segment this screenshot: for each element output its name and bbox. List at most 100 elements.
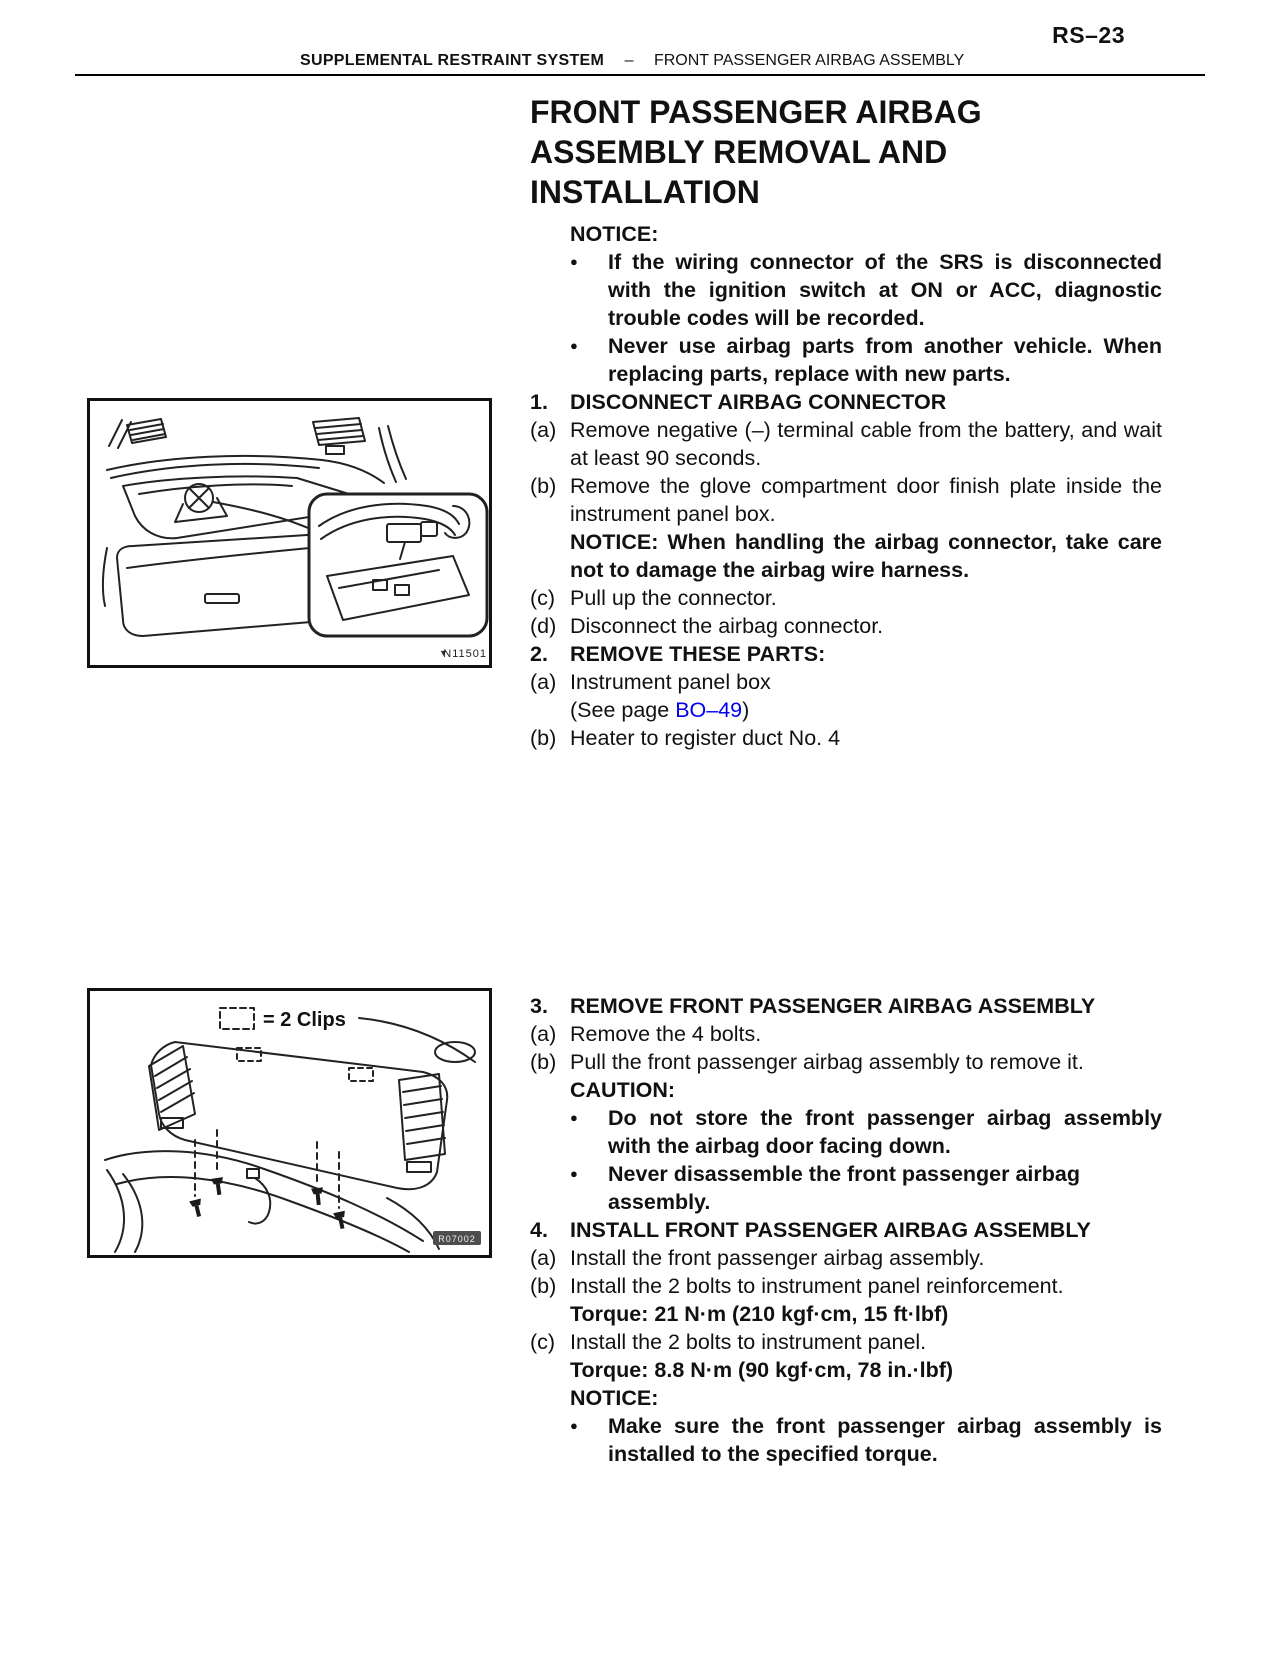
see-page-text: (See page BO–49) [570, 698, 750, 722]
step-number: 2. [530, 642, 548, 666]
substep-text: Remove the 4 bolts. [570, 1022, 762, 1046]
figure-airbag-assembly: = 2 Clips R07002 [87, 988, 492, 1258]
figure-marker-icon: ▼ [439, 648, 448, 658]
step-1c: (c) Pull up the connector. [530, 584, 1162, 612]
caution-heading: CAUTION: [530, 1076, 1162, 1104]
step-number: 4. [530, 1218, 548, 1242]
bullet-icon: ● [570, 1110, 578, 1125]
substep-text: Install the 2 bolts to instrument panel … [570, 1274, 1064, 1298]
running-header-topic: FRONT PASSENGER AIRBAG ASSEMBLY [653, 52, 965, 69]
bullet-icon: ● [570, 1166, 578, 1181]
figure-glovebox-connector: ▼ N11501 [87, 398, 492, 668]
substep-label: (c) [530, 586, 556, 610]
inline-notice-text: NOTICE: When handling the airbag connect… [570, 530, 1162, 582]
step-title: REMOVE FRONT PASSENGER AIRBAG ASSEMBLY [570, 994, 1096, 1018]
substep-label: (b) [530, 474, 557, 498]
figure2-code-badge [433, 1231, 481, 1245]
step-4b-torque: Torque: 21 N·m (210 kgf·cm, 15 ft·lbf) [530, 1300, 1162, 1328]
substep-label: (a) [530, 1246, 557, 1270]
vent-icon [126, 418, 167, 444]
notice-label: NOTICE: [570, 222, 659, 246]
header-rule [75, 74, 1205, 76]
notice-bullet: ● Never use airbag parts from another ve… [530, 332, 1162, 388]
step-number: 1. [530, 390, 548, 414]
notice-bullet: ● Make sure the front passenger airbag a… [530, 1412, 1162, 1468]
substep-text: Install the front passenger airbag assem… [570, 1246, 985, 1270]
clip-legend-box [219, 1007, 255, 1030]
substep-label: (a) [530, 670, 557, 694]
substep-label: (b) [530, 726, 557, 750]
clip-legend-label: = 2 Clips [263, 1009, 346, 1031]
airbag-assembly-illustration: = 2 Clips R07002 [87, 988, 492, 1258]
notice-bullet: ● If the wiring connector of the SRS is … [530, 248, 1162, 332]
clip-mark [236, 1047, 262, 1062]
bolt-icon [333, 1210, 345, 1230]
clip-mark [348, 1067, 374, 1082]
notice-heading: NOTICE: [530, 1384, 1162, 1412]
caution-bullet-text: Do not store the front passenger airbag … [608, 1106, 1162, 1158]
substep-text: Instrument panel box [570, 670, 771, 694]
caution-bullet: ● Never disassemble the front passenger … [530, 1160, 1162, 1216]
substep-label: (a) [530, 1022, 557, 1046]
notice-bullet-text: Never use airbag parts from another vehi… [608, 334, 1162, 386]
substep-label: (c) [530, 1330, 556, 1354]
bullet-icon: ● [570, 1418, 578, 1433]
procedure-section-top: FRONT PASSENGER AIRBAG ASSEMBLY REMOVAL … [530, 92, 1162, 752]
step-title: REMOVE THESE PARTS: [570, 642, 826, 666]
notice-label: NOTICE: [570, 1386, 659, 1410]
step-1d: (d) Disconnect the airbag connector. [530, 612, 1162, 640]
torque-spec: Torque: 21 N·m (210 kgf·cm, 15 ft·lbf) [570, 1302, 949, 1326]
substep-text: Remove negative (–) terminal cable from … [570, 418, 1162, 470]
substep-label: (b) [530, 1274, 557, 1298]
step-2a: (a) Instrument panel box [530, 668, 1162, 696]
step-4c: (c) Install the 2 bolts to instrument pa… [530, 1328, 1162, 1356]
bullet-icon: ● [570, 254, 578, 269]
glovebox-connector-illustration: ▼ N11501 [87, 398, 492, 668]
see-page-link[interactable]: BO–49 [675, 698, 743, 722]
step-4c-torque: Torque: 8.8 N·m (90 kgf·cm, 78 in.·lbf) [530, 1356, 1162, 1384]
caution-label: CAUTION: [570, 1078, 676, 1102]
substep-text: Disconnect the airbag connector. [570, 614, 884, 638]
step-3-heading: 3. REMOVE FRONT PASSENGER AIRBAG ASSEMBL… [530, 992, 1162, 1020]
step-1-heading: 1. DISCONNECT AIRBAG CONNECTOR [530, 388, 1162, 416]
step-1b: (b) Remove the glove compartment door fi… [530, 472, 1162, 528]
torque-spec: Torque: 8.8 N·m (90 kgf·cm, 78 in.·lbf) [570, 1358, 954, 1382]
notice-heading: NOTICE: [530, 220, 1162, 248]
running-header-section: SUPPLEMENTAL RESTRAINT SYSTEM [300, 52, 605, 69]
running-header-separator: – [624, 52, 634, 69]
substep-label: (d) [530, 614, 557, 638]
substep-text: Pull up the connector. [570, 586, 777, 610]
bolt-icon [311, 1187, 323, 1206]
figure2-code: R07002 [438, 1234, 476, 1244]
vent-icon [312, 417, 366, 446]
vent-icon [148, 1045, 196, 1131]
caution-bullet: ● Do not store the front passenger airba… [530, 1104, 1162, 1160]
notice-bullet-text: If the wiring connector of the SRS is di… [608, 250, 1162, 330]
step-4b: (b) Install the 2 bolts to instrument pa… [530, 1272, 1162, 1300]
step-4a: (a) Install the front passenger airbag a… [530, 1244, 1162, 1272]
substep-text: Heater to register duct No. 4 [570, 726, 841, 750]
notice-bullet-text: Make sure the front passenger airbag ass… [608, 1414, 1162, 1466]
substep-label: (b) [530, 1050, 557, 1074]
step-number: 3. [530, 994, 548, 1018]
bullet-icon: ● [570, 338, 578, 353]
bolt-icon [189, 1198, 202, 1217]
step-2b: (b) Heater to register duct No. 4 [530, 724, 1162, 752]
caution-bullet-text: Never disassemble the front passenger ai… [608, 1162, 1080, 1214]
step-2-heading: 2. REMOVE THESE PARTS: [530, 640, 1162, 668]
step-title: INSTALL FRONT PASSENGER AIRBAG ASSEMBLY [570, 1218, 1091, 1242]
figure1-code: N11501 [443, 648, 487, 660]
step-1b-notice: NOTICE: When handling the airbag connect… [530, 528, 1162, 584]
step-3b: (b) Pull the front passenger airbag asse… [530, 1048, 1162, 1076]
substep-text: Install the 2 bolts to instrument panel. [570, 1330, 927, 1354]
running-header: SUPPLEMENTAL RESTRAINT SYSTEM – FRONT PA… [300, 52, 964, 70]
procedure-section-bottom: 3. REMOVE FRONT PASSENGER AIRBAG ASSEMBL… [530, 992, 1162, 1468]
step-2a-see-page: (See page BO–49) [530, 696, 1162, 724]
vent-icon [398, 1073, 446, 1161]
substep-label: (a) [530, 418, 557, 442]
step-4-heading: 4. INSTALL FRONT PASSENGER AIRBAG ASSEMB… [530, 1216, 1162, 1244]
substep-text: Remove the glove compartment door finish… [570, 474, 1162, 526]
page-title: FRONT PASSENGER AIRBAG ASSEMBLY REMOVAL … [530, 94, 982, 210]
bolt-icon [211, 1177, 223, 1196]
